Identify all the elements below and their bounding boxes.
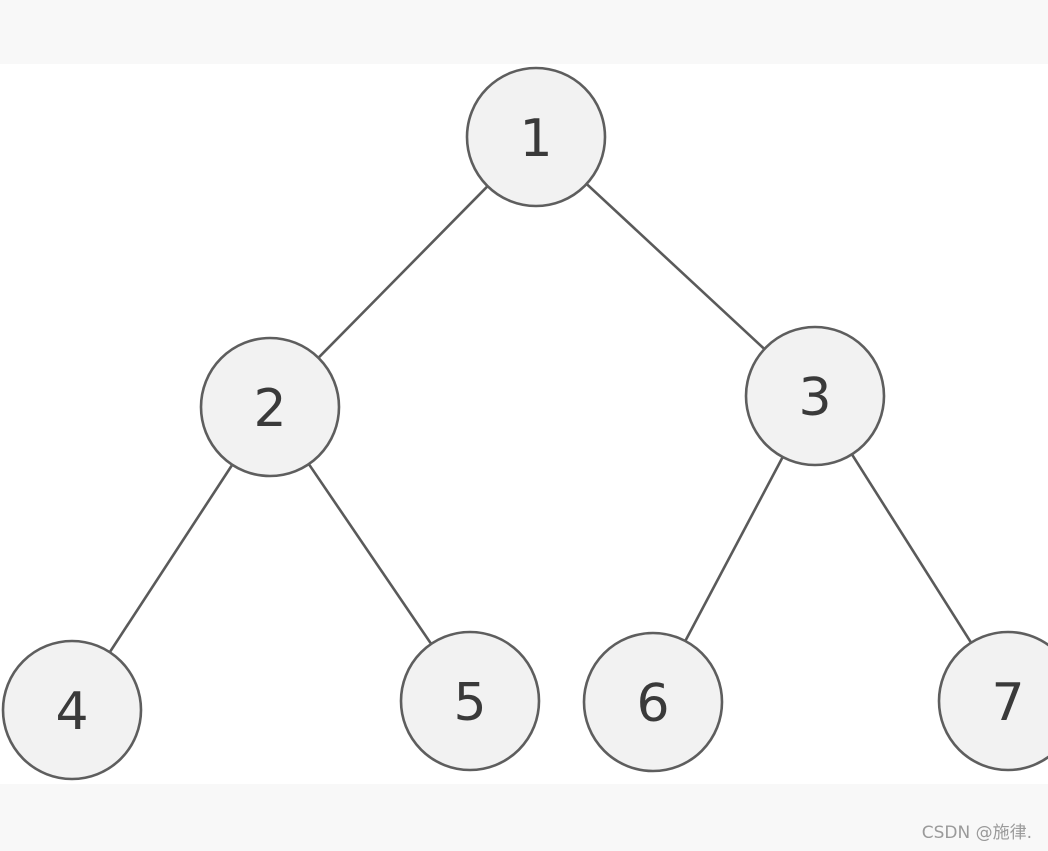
node-circle-2 — [199, 336, 341, 478]
tree-node-3: 3 — [744, 325, 886, 467]
tree-node-2: 2 — [199, 336, 341, 478]
node-label-5: 5 — [453, 673, 486, 733]
node-label-2: 2 — [253, 379, 286, 439]
edge-2-4 — [108, 464, 234, 653]
node-circle-6 — [582, 631, 724, 773]
tree-node-5: 5 — [399, 630, 541, 772]
node-circle-4 — [1, 639, 143, 781]
node-circle-1 — [465, 66, 607, 208]
watermark: CSDN @施律. — [921, 823, 1032, 843]
tree-node-6: 6 — [582, 631, 724, 773]
edge-1-2 — [317, 185, 489, 359]
tree-node-1: 1 — [465, 66, 607, 208]
node-circle-5 — [399, 630, 541, 772]
node-circle-7 — [937, 630, 1048, 772]
nodes-layer: 1 2 3 4 5 6 7 — [1, 66, 1048, 781]
tree-node-4: 4 — [1, 639, 143, 781]
node-label-7: 7 — [991, 673, 1024, 733]
edge-3-6 — [684, 456, 784, 642]
node-label-1: 1 — [519, 109, 552, 169]
node-label-4: 4 — [55, 682, 88, 742]
tree-node-7: 7 — [937, 630, 1048, 772]
edge-1-3 — [585, 182, 766, 351]
edge-3-7 — [850, 453, 973, 644]
node-label-3: 3 — [798, 368, 831, 428]
node-label-6: 6 — [636, 674, 669, 734]
node-circle-3 — [744, 325, 886, 467]
edge-2-5 — [307, 463, 433, 645]
edges-layer — [108, 182, 973, 653]
